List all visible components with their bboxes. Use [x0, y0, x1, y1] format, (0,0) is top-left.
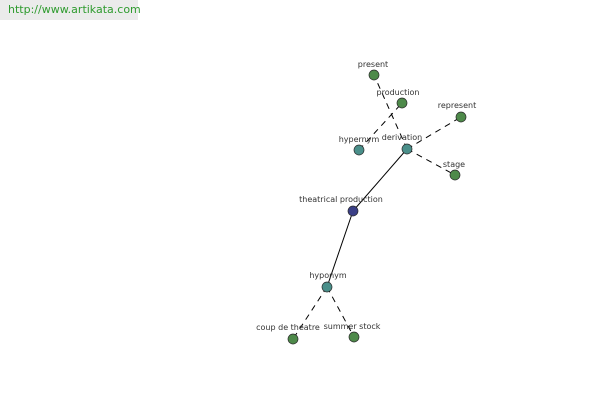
- node-dot-represent[interactable]: [455, 111, 467, 123]
- node-label-hyponym: hyponym: [309, 271, 347, 280]
- source-link[interactable]: http://www.artikata.com: [8, 3, 141, 16]
- node-label-present: present: [358, 60, 388, 69]
- node-label-stage: stage: [443, 160, 465, 169]
- node-production[interactable]: production: [377, 88, 420, 109]
- node-label-summer-stock: summer stock: [324, 322, 381, 331]
- node-label-production: production: [377, 88, 420, 97]
- node-dot-theatrical-production[interactable]: [347, 205, 359, 217]
- edge-center-derivation: [352, 148, 408, 212]
- node-label-derivation: derivation: [382, 133, 422, 142]
- node-dot-hypernym[interactable]: [353, 144, 365, 156]
- node-dot-production[interactable]: [396, 97, 408, 109]
- node-stage[interactable]: stage: [443, 160, 465, 181]
- node-hyponym[interactable]: hyponym: [309, 271, 347, 293]
- node-label-coup-de-theatre: coup de theatre: [256, 323, 320, 332]
- node-theatrical-production[interactable]: theatrical production: [299, 195, 383, 217]
- node-present[interactable]: present: [358, 60, 388, 81]
- node-dot-coup-de-theatre[interactable]: [287, 333, 299, 345]
- node-dot-derivation[interactable]: [401, 143, 413, 155]
- edge-derivation-stage: [406, 148, 456, 176]
- edge-hyponym-summer-stock: [326, 286, 355, 338]
- edges-layer: [292, 74, 462, 340]
- node-label-represent: represent: [438, 101, 476, 110]
- node-label-hypernym: hypernym: [339, 135, 380, 144]
- node-label-theatrical-production: theatrical production: [299, 195, 383, 204]
- node-hypernym[interactable]: hypernym: [339, 135, 380, 156]
- node-dot-present[interactable]: [368, 69, 380, 81]
- node-represent[interactable]: represent: [438, 101, 476, 123]
- nodes-layer: present production represent hypernym de…: [256, 60, 476, 345]
- node-dot-summer-stock[interactable]: [348, 331, 360, 343]
- edge-center-hyponym: [326, 210, 354, 288]
- node-dot-stage[interactable]: [449, 169, 461, 181]
- node-derivation[interactable]: derivation: [382, 133, 422, 155]
- edge-derivation-present: [373, 74, 408, 150]
- node-dot-hyponym[interactable]: [321, 281, 333, 293]
- source-url-bar: http://www.artikata.com: [0, 0, 141, 20]
- node-summer-stock[interactable]: summer stock: [324, 322, 381, 343]
- node-coup-de-theatre[interactable]: coup de theatre: [256, 323, 320, 345]
